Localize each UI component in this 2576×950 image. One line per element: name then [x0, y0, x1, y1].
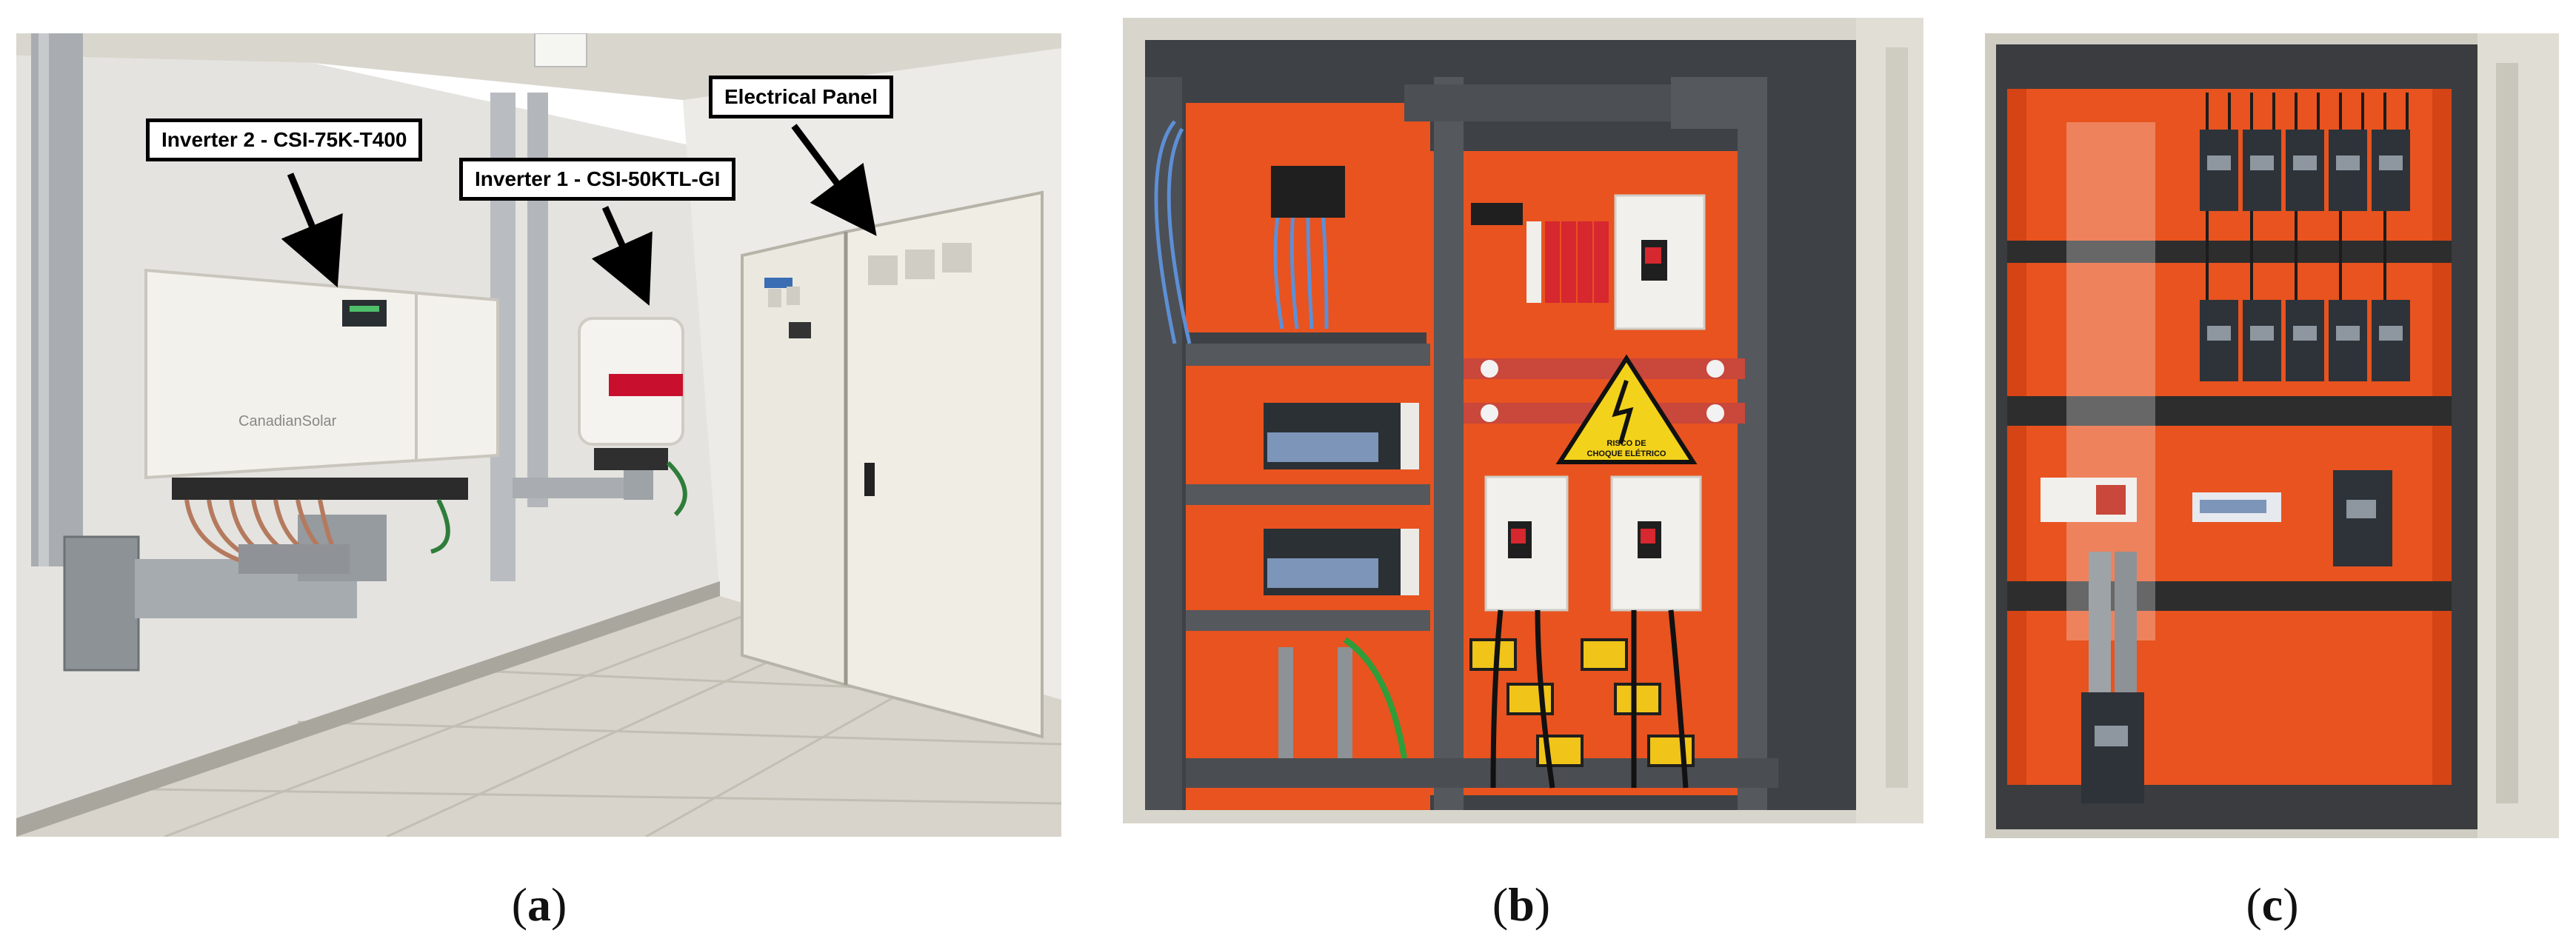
caption-b-letter: b	[1508, 878, 1535, 931]
energy-meter-modules	[1264, 403, 1419, 595]
caption-c-letter: c	[2261, 878, 2283, 931]
inverter-room-photo: CanadianSolar	[16, 33, 1061, 837]
caption-c-close: )	[2283, 878, 2299, 931]
main-breaker-top	[1614, 194, 1706, 330]
open-cabinet-photo: RISCO DE CHOQUE ELÉTRICO	[1123, 18, 1923, 823]
surge-protectors	[1526, 221, 1609, 303]
din-rail-devices	[2041, 478, 2281, 522]
caption-a-close: )	[551, 878, 567, 931]
caption-a-letter: a	[527, 878, 551, 931]
warning-sign-line2: CHOQUE ELÉTRICO	[1587, 449, 1666, 458]
photo-panel-c	[1985, 33, 2559, 838]
photo-panel-b: RISCO DE CHOQUE ELÉTRICO	[1123, 18, 1923, 823]
callout-inverter-2: Inverter 2 - CSI-75K-T400	[146, 118, 423, 161]
callout-inverter-1: Inverter 1 - CSI-50KTL-GI	[459, 158, 736, 201]
breaker-cabinet-photo	[1985, 33, 2559, 838]
breaker-row-middle	[2200, 300, 2410, 381]
warning-sign-line1: RISCO DE	[1606, 439, 1646, 448]
inverter-brand-label: CanadianSolar	[238, 413, 337, 429]
photo-panel-a: CanadianSolar	[16, 33, 1061, 837]
caption-b-close: )	[1534, 878, 1551, 931]
caption-b: (b)	[1492, 877, 1550, 932]
electric-shock-warning-sign: RISCO DE CHOQUE ELÉTRICO	[1555, 354, 1698, 464]
caption-c: (c)	[2246, 877, 2298, 932]
caption-c-open: (	[2246, 878, 2262, 931]
inverter-1-unit	[578, 317, 687, 517]
callout-arrows	[281, 124, 877, 306]
breaker-row-top	[2200, 130, 2410, 211]
caption-b-open: (	[1492, 878, 1509, 931]
inverter-2-unit: CanadianSolar	[144, 268, 499, 574]
caption-a-open: (	[511, 878, 527, 931]
electrical-panel-cabinet	[741, 190, 1044, 739]
caption-a: (a)	[512, 877, 567, 932]
molded-case-breakers	[2081, 470, 2392, 803]
callout-electrical-panel: Electrical Panel	[709, 76, 894, 118]
lower-breakers	[1484, 475, 1702, 612]
